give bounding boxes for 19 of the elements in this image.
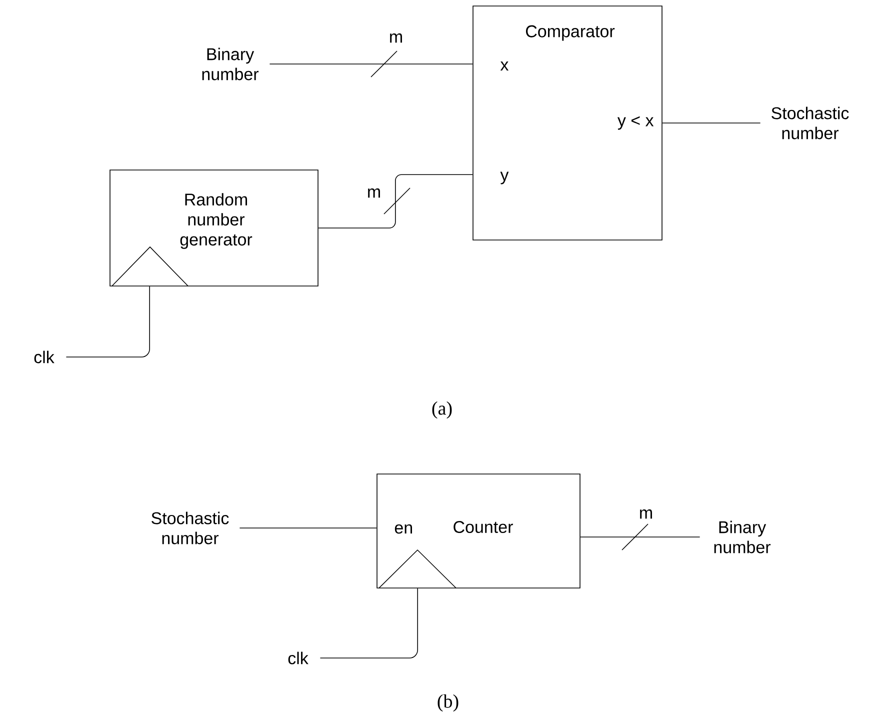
signal-label: clk <box>34 350 54 364</box>
signal-label: clk <box>288 652 308 664</box>
wire <box>662 122 761 124</box>
signal-label: Stochastic number <box>152 512 229 544</box>
signal-label: Binary number <box>202 48 259 80</box>
register-box: Random number generator <box>110 170 318 286</box>
wire <box>580 536 700 538</box>
wire <box>66 286 150 358</box>
subfigure-label: (a) <box>432 401 452 419</box>
signal-label: Binary number <box>714 520 771 554</box>
wire <box>320 588 418 658</box>
signal-label: Stochastic number <box>772 106 849 140</box>
comparator-box: Comparator x y y < x <box>472 6 662 240</box>
subfigure-label: (b) <box>438 694 458 712</box>
edge-label: m <box>638 508 654 520</box>
wire <box>318 174 473 228</box>
counter-box: en Counter <box>376 474 580 588</box>
edge-label: m <box>366 187 382 199</box>
edge-label: m <box>388 32 404 44</box>
